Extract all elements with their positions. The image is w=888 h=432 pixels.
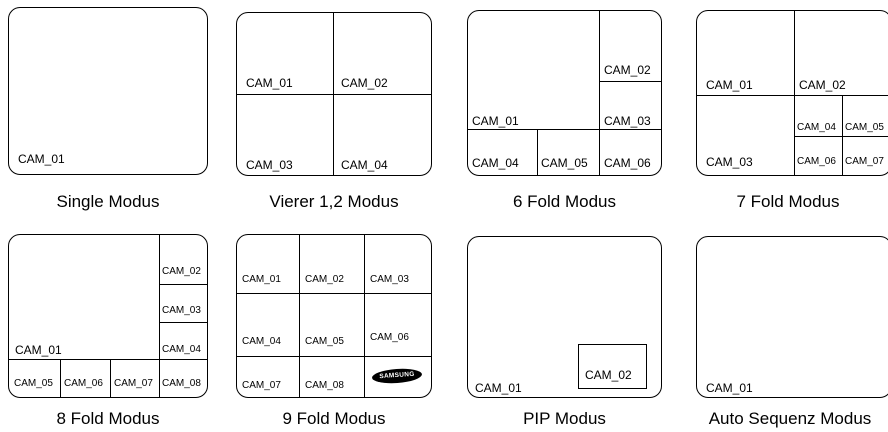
divider [364, 235, 365, 397]
single-mode-screen: CAM_01 [8, 7, 208, 175]
pip-mode-caption: PIP Modus [523, 409, 606, 428]
cam-label: CAM_08 [162, 378, 201, 389]
divider [599, 81, 661, 82]
divider [159, 322, 207, 323]
samsung-logo: SAMSUNG [371, 367, 423, 385]
divider [842, 95, 843, 175]
divider [794, 136, 888, 137]
cam-label: CAM_02 [341, 76, 388, 90]
cam-label: CAM_06 [64, 378, 103, 389]
cam-label: CAM_06 [797, 156, 836, 167]
quad-mode-caption: Vierer 1,2 Modus [269, 192, 399, 211]
divider [299, 235, 300, 397]
cam-label: CAM_01 [475, 381, 522, 395]
divider [159, 235, 160, 397]
divider [60, 359, 61, 397]
eight-fold-screen: CAM_02 CAM_03 CAM_01 CAM_04 CAM_05 CAM_0… [8, 234, 208, 398]
cam-label: CAM_03 [162, 305, 201, 316]
cam-label: CAM_07 [845, 156, 884, 167]
seven-fold-caption: 7 Fold Modus [736, 192, 840, 211]
cam-label: CAM_02 [585, 368, 632, 382]
pip-mode-screen: CAM_02 CAM_01 [467, 236, 662, 398]
cam-label: CAM_02 [604, 63, 651, 77]
divider [537, 129, 538, 175]
cam-label: CAM_04 [242, 336, 281, 347]
cam-label: CAM_01 [242, 274, 281, 285]
cam-label: CAM_05 [541, 156, 588, 170]
cam-label: CAM_03 [246, 158, 293, 172]
divider [794, 11, 795, 175]
auto-sequence-screen: CAM_01 [696, 236, 888, 398]
cam-label: CAM_08 [305, 380, 344, 391]
cam-label: CAM_06 [604, 156, 651, 170]
divider [599, 11, 600, 175]
single-mode-caption: Single Modus [56, 192, 160, 211]
divider [237, 356, 431, 357]
cam-label: CAM_05 [845, 122, 884, 133]
cam-label: CAM_03 [370, 274, 409, 285]
cam-label: CAM_01 [18, 152, 65, 166]
cam-label: CAM_01 [246, 76, 293, 90]
six-fold-caption: 6 Fold Modus [513, 192, 616, 211]
seven-fold-screen: CAM_01 CAM_02 CAM_04 CAM_05 CAM_03 CAM_0… [696, 10, 888, 176]
quad-mode-screen: CAM_01 CAM_02 CAM_03 CAM_04 [236, 12, 432, 176]
divider [237, 293, 431, 294]
cam-label: CAM_03 [604, 114, 651, 128]
cam-label: CAM_04 [162, 344, 201, 355]
six-fold-screen: CAM_02 CAM_01 CAM_03 CAM_04 CAM_05 CAM_0… [467, 10, 662, 176]
divider [237, 94, 431, 95]
pip-inset [578, 344, 647, 389]
nine-fold-caption: 9 Fold Modus [282, 409, 386, 428]
cam-label: CAM_02 [305, 274, 344, 285]
divider [697, 95, 888, 96]
eight-fold-caption: 8 Fold Modus [56, 409, 160, 428]
divider [110, 359, 111, 397]
cam-label: CAM_04 [797, 122, 836, 133]
cam-label: CAM_05 [14, 378, 53, 389]
cam-label: CAM_06 [370, 332, 409, 343]
divider [468, 129, 661, 130]
cam-label: CAM_02 [162, 266, 201, 277]
divider [9, 359, 207, 360]
cam-label: CAM_04 [341, 158, 388, 172]
cam-label: CAM_04 [472, 156, 519, 170]
cam-label: CAM_01 [15, 343, 62, 357]
cam-label: CAM_05 [305, 336, 344, 347]
cam-label: CAM_07 [114, 378, 153, 389]
nine-fold-screen: CAM_01 CAM_02 CAM_03 CAM_04 CAM_05 CAM_0… [236, 234, 432, 398]
cam-label: CAM_07 [242, 380, 281, 391]
auto-sequence-caption: Auto Sequenz Modus [708, 409, 872, 428]
cam-label: CAM_01 [472, 114, 519, 128]
cam-label: CAM_02 [799, 78, 846, 92]
cam-label: CAM_03 [706, 155, 753, 169]
divider [159, 284, 207, 285]
cam-label: CAM_01 [706, 381, 753, 395]
cam-label: CAM_01 [706, 78, 753, 92]
